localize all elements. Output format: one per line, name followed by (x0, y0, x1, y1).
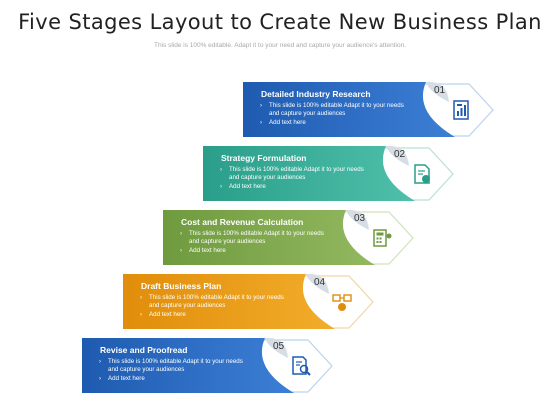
stage-bullets: This slide is 100% editable Adapt it to … (99, 358, 249, 384)
stage-number: 05 (273, 341, 285, 352)
stage-card-3: Cost and Revenue Calculation This slide … (163, 209, 414, 265)
stage-card-4: Draft Business Plan This slide is 100% e… (123, 273, 374, 329)
calculator-icon (373, 229, 392, 247)
stage-title: Strategy Formulation (221, 153, 307, 163)
stage-bullet: This slide is 100% editable Adapt it to … (260, 102, 410, 119)
stage-number: 02 (394, 149, 406, 160)
stage-title: Cost and Revenue Calculation (181, 217, 304, 227)
stage-number: 04 (314, 277, 326, 288)
stage-card-5: Revise and Proofread This slide is 100% … (82, 337, 333, 393)
stage-bullet: Add text here (99, 375, 249, 384)
stage-number: 01 (434, 85, 446, 96)
stage-bullets: This slide is 100% editable Adapt it to … (180, 230, 330, 256)
money-flow-icon (332, 294, 352, 311)
stage-bullets: This slide is 100% editable Adapt it to … (220, 166, 370, 192)
page-title: Five Stages Layout to Create New Busines… (18, 10, 542, 34)
document-search-icon (292, 356, 311, 376)
stage-bullet: This slide is 100% editable Adapt it to … (140, 294, 290, 311)
stage-bullets: This slide is 100% editable Adapt it to … (140, 294, 290, 320)
report-chart-icon (453, 100, 469, 120)
stage-bullets: This slide is 100% editable Adapt it to … (260, 102, 410, 128)
stage-bullet: Add text here (180, 247, 330, 256)
stage-card-1: Detailed Industry Research This slide is… (243, 81, 494, 137)
stage-title: Draft Business Plan (141, 281, 222, 291)
stage-title: Revise and Proofread (100, 345, 188, 355)
stage-card-2: Strategy Formulation This slide is 100% … (203, 145, 454, 201)
document-coin-icon (414, 164, 430, 184)
stage-bullet: Add text here (140, 311, 290, 320)
stage-bullet: Add text here (220, 183, 370, 192)
stage-bullet: Add text here (260, 119, 410, 128)
stage-number: 03 (354, 213, 366, 224)
stage-title: Detailed Industry Research (261, 89, 371, 99)
stage-bullet: This slide is 100% editable Adapt it to … (220, 166, 370, 183)
stage-bullet: This slide is 100% editable Adapt it to … (99, 358, 249, 375)
stage-bullet: This slide is 100% editable Adapt it to … (180, 230, 330, 247)
page-subtitle: This slide is 100% editable. Adapt it to… (153, 42, 406, 49)
